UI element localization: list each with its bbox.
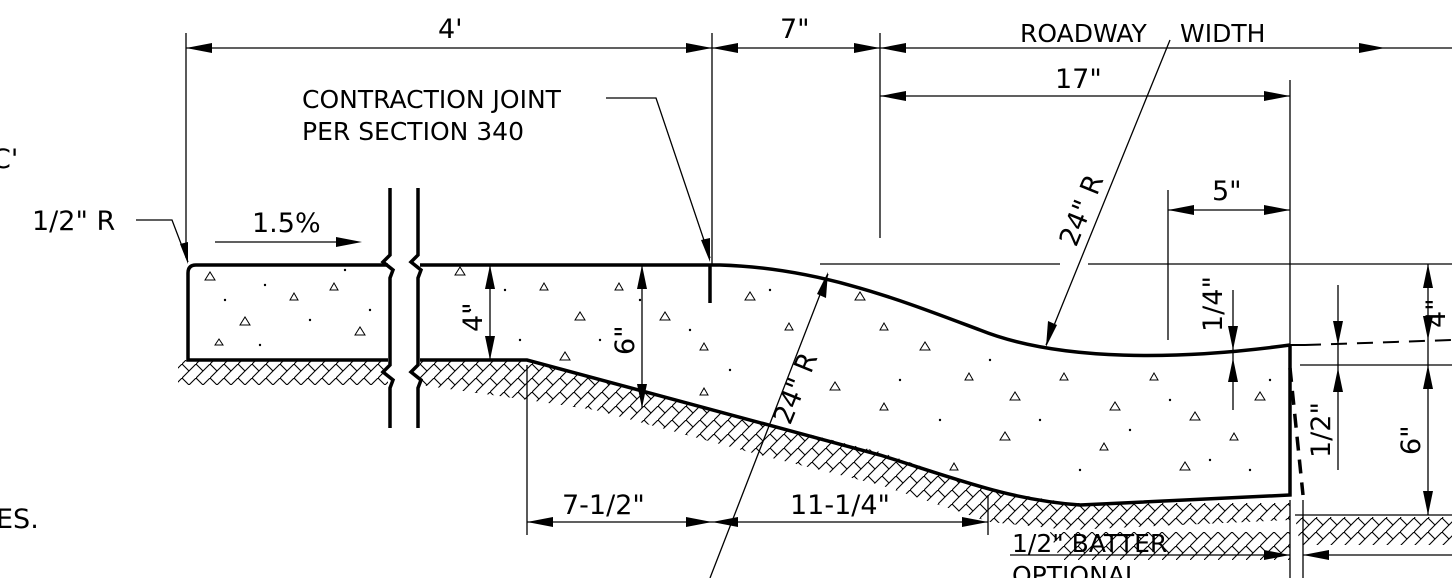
- dimension-roadway-width: [880, 43, 1452, 53]
- label-left-edge-c: C': [0, 144, 18, 175]
- curb-face-batter: [1288, 339, 1452, 496]
- label-4in-left: 4": [458, 302, 489, 332]
- label-11-quarter: 11-1/4": [790, 490, 890, 521]
- label-batter: 1/2" BATTER: [1012, 529, 1167, 558]
- dimension-batter: [1010, 550, 1452, 560]
- label-4ft: 4': [438, 14, 463, 45]
- label-contraction-joint-line1: CONTRACTION JOINT: [302, 85, 562, 114]
- leader-24in-radius-mid: [709, 272, 829, 578]
- dimension-5in: [1168, 205, 1290, 215]
- aggregate-stipple: [204, 266, 1272, 472]
- concrete-curb-gutter: [420, 263, 1292, 507]
- label-7in: 7": [780, 14, 810, 45]
- extension-lines: [185, 33, 1452, 578]
- label-quarter-in: 1/4": [1198, 276, 1229, 332]
- soil-hatching: [178, 360, 1452, 560]
- concrete-sidewalk-left: [186, 263, 388, 362]
- label-contraction-joint-line2: PER SECTION 340: [302, 117, 524, 146]
- dimension-quarter-in: [1228, 290, 1238, 410]
- leader-half-in-radius: [136, 219, 189, 264]
- slope-arrow: [215, 237, 362, 247]
- dimension-4in-left: [485, 265, 495, 360]
- label-6in-right: 6": [1396, 425, 1427, 455]
- break-line: [380, 188, 424, 428]
- label-left-edge-es: ES.: [0, 504, 39, 535]
- label-half-in: 1/2": [1306, 402, 1337, 458]
- label-24in-radius-mid: 24" R: [768, 348, 825, 428]
- dimension-7-half: [527, 517, 712, 527]
- dimension-7in: [712, 43, 880, 53]
- label-6in-left: 6": [610, 325, 641, 355]
- label-width: WIDTH: [1180, 19, 1265, 48]
- leader-contraction-joint: [606, 97, 711, 262]
- label-7-half: 7-1/2": [562, 490, 645, 521]
- dimension-4in-right: [1423, 264, 1433, 515]
- dimension-half-in: [1333, 285, 1343, 470]
- label-17in: 17": [1055, 64, 1102, 95]
- label-half-in-radius: 1/2" R: [32, 206, 115, 237]
- dimension-4ft: [186, 43, 712, 53]
- label-24in-radius-top: 24" R: [1054, 170, 1111, 250]
- label-optional: OPTIONAL: [1012, 561, 1139, 578]
- label-slope: 1.5%: [252, 208, 321, 239]
- dimension-11-quarter: [712, 517, 988, 527]
- dimension-17in: [880, 91, 1290, 101]
- dimension-6in-left: [637, 265, 647, 408]
- label-roadway: ROADWAY: [1020, 19, 1147, 48]
- label-4in-right: 4": [1421, 298, 1452, 328]
- label-5in: 5": [1212, 176, 1242, 207]
- leader-24in-radius-top: [1045, 39, 1171, 347]
